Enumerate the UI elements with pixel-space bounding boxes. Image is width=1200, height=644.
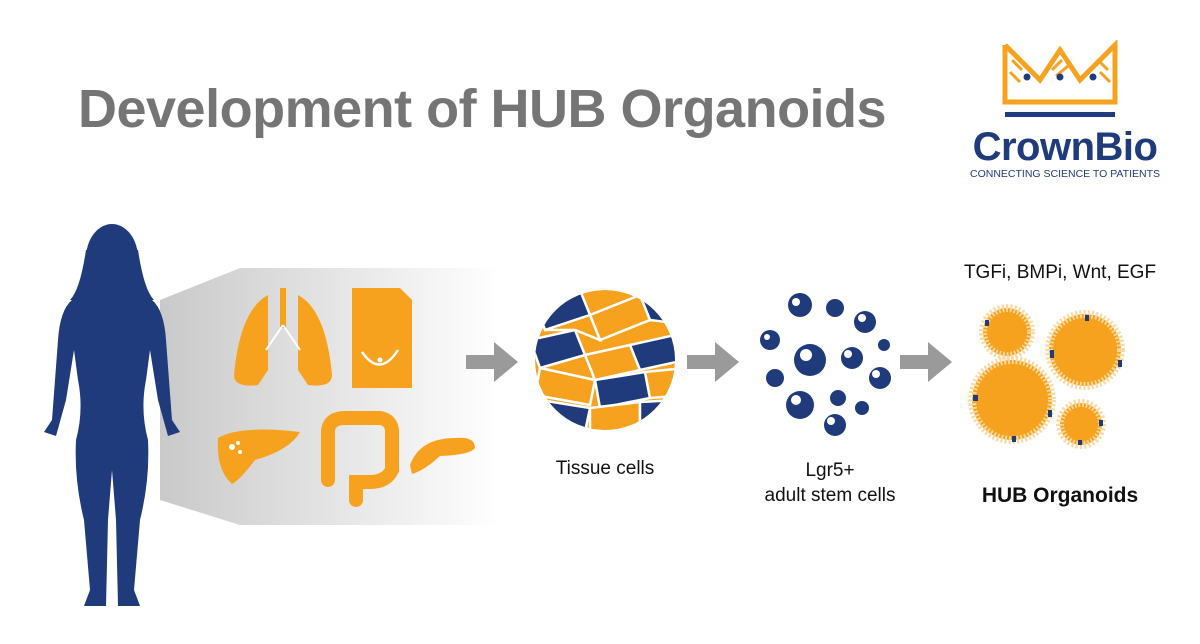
tissue-cells-label: Tissue cells	[555, 458, 655, 479]
crownbio-crown-logo-icon	[1002, 40, 1118, 117]
stem-cells-label-line2: adult stem cells	[764, 485, 896, 506]
organoids-icon	[968, 304, 1125, 449]
lungs-icon	[234, 288, 332, 386]
brand-name: CrownBio	[972, 125, 1158, 169]
stem-cells-icon	[760, 293, 891, 436]
human-silhouette-icon	[44, 224, 180, 606]
organoids-label: HUB Organoids	[981, 484, 1139, 507]
brand-tagline: CONNECTING SCIENCE TO PATIENTS	[970, 168, 1160, 180]
arrow-icons	[466, 342, 952, 382]
growth-factors-label: TGFi, BMPi, Wnt, EGF	[963, 262, 1157, 283]
colon-icon	[321, 411, 399, 507]
stem-cells-label: Lgr5+ adult stem cells	[730, 458, 930, 508]
liver-icon	[217, 429, 300, 484]
breast-icon	[352, 288, 412, 388]
stem-cells-label-line1: Lgr5+	[805, 460, 855, 481]
tissue-cells-icon	[535, 290, 675, 430]
page-title: Development of HUB Organoids	[78, 79, 887, 139]
pancreas-icon	[410, 437, 475, 474]
